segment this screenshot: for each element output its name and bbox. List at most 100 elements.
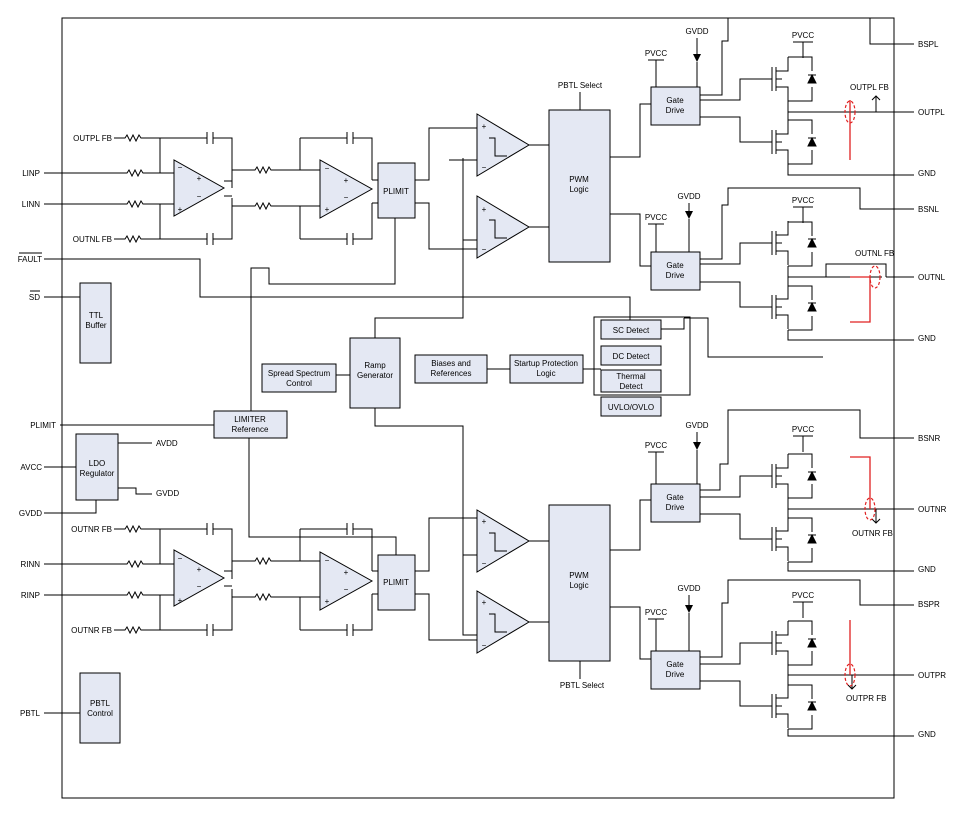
svg-text:+: + xyxy=(482,122,487,131)
startup-protection-block: Startup Protection Logic xyxy=(509,354,601,384)
svg-text:Logic: Logic xyxy=(536,369,555,378)
svg-text:Gate: Gate xyxy=(666,660,684,669)
output-stage-outnr: PVCC GVDD Gate Drive PVCC OUTNR FB xyxy=(645,409,893,572)
svg-text:OUTNR FB: OUTNR FB xyxy=(71,626,112,635)
svg-text:Biases and: Biases and xyxy=(431,359,471,368)
svg-text:Drive: Drive xyxy=(666,106,685,115)
svg-text:References: References xyxy=(431,369,472,378)
output-stage-outpr: PVCC GVDD Gate Drive PVCC OUTPR FB xyxy=(645,579,886,737)
svg-text:PVCC: PVCC xyxy=(645,49,667,58)
svg-text:BSPR: BSPR xyxy=(918,600,940,609)
svg-text:PBTL Select: PBTL Select xyxy=(560,681,605,690)
svg-text:−: − xyxy=(178,554,183,563)
svg-text:Gate: Gate xyxy=(666,493,684,502)
limiter-reference-block: LIMITER Reference xyxy=(213,410,288,439)
svg-text:Regulator: Regulator xyxy=(80,469,115,478)
svg-text:PVCC: PVCC xyxy=(792,425,814,434)
svg-text:Logic: Logic xyxy=(569,581,588,590)
ldo-regulator-block: LDO Regulator AVDD GVDD xyxy=(75,433,179,501)
svg-text:GVDD: GVDD xyxy=(677,584,700,593)
svg-text:PLIMIT: PLIMIT xyxy=(30,421,56,430)
svg-text:GVDD: GVDD xyxy=(19,509,42,518)
svg-text:+: + xyxy=(178,596,183,605)
svg-text:−: − xyxy=(482,245,487,254)
svg-text:+: + xyxy=(482,598,487,607)
svg-text:−: − xyxy=(197,192,202,201)
svg-text:SC Detect: SC Detect xyxy=(613,326,650,335)
svg-text:GND: GND xyxy=(918,169,936,178)
svg-text:FAULT: FAULT xyxy=(18,255,42,264)
pin-pbtl: PBTL xyxy=(20,709,80,718)
svg-text:Buffer: Buffer xyxy=(85,321,107,330)
svg-text:Drive: Drive xyxy=(666,271,685,280)
svg-text:PWM: PWM xyxy=(569,571,589,580)
svg-text:RINN: RINN xyxy=(20,560,40,569)
svg-text:PLIMIT: PLIMIT xyxy=(383,578,409,587)
svg-text:OUTNL: OUTNL xyxy=(918,273,946,282)
svg-text:Thermal: Thermal xyxy=(616,372,646,381)
svg-text:GND: GND xyxy=(918,334,936,343)
ramp-generator-block: Ramp Generator xyxy=(349,158,464,556)
pin-rinn: RINN xyxy=(20,560,174,569)
output-stage-outpl: PVCC GVDD Gate Drive PVCC OUTPL FB xyxy=(645,18,889,176)
output-stage-outnl: PVCC GVDD Gate Drive PVCC OUTNL FB xyxy=(645,187,894,341)
pin-fault: FAULT xyxy=(18,252,631,321)
svg-text:−: − xyxy=(325,556,330,565)
svg-text:RINP: RINP xyxy=(21,591,40,600)
svg-text:Drive: Drive xyxy=(666,503,685,512)
svg-text:PBTL: PBTL xyxy=(20,709,41,718)
svg-text:Gate: Gate xyxy=(666,261,684,270)
svg-text:+: + xyxy=(197,174,202,183)
svg-text:UVLO/OVLO: UVLO/OVLO xyxy=(608,403,654,412)
svg-text:OUTPL FB: OUTPL FB xyxy=(850,83,889,92)
svg-text:Drive: Drive xyxy=(666,670,685,679)
svg-text:PVCC: PVCC xyxy=(792,31,814,40)
svg-text:LDO: LDO xyxy=(89,459,105,468)
svg-text:+: + xyxy=(482,517,487,526)
svg-text:OUTPL FB: OUTPL FB xyxy=(73,134,112,143)
svg-text:GND: GND xyxy=(918,730,936,739)
svg-text:Ramp: Ramp xyxy=(364,361,386,370)
svg-text:BSPL: BSPL xyxy=(918,40,939,49)
svg-text:PVCC: PVCC xyxy=(645,608,667,617)
svg-text:OUTNR FB: OUTNR FB xyxy=(71,525,112,534)
pin-avcc: AVCC xyxy=(20,463,76,472)
svg-text:PWM: PWM xyxy=(569,175,589,184)
svg-text:−: − xyxy=(344,193,349,202)
svg-text:GVDD: GVDD xyxy=(677,192,700,201)
svg-text:PBTL Select: PBTL Select xyxy=(558,81,603,90)
svg-text:Generator: Generator xyxy=(357,371,393,380)
svg-text:GVDD: GVDD xyxy=(685,27,708,36)
svg-text:OUTPR: OUTPR xyxy=(918,671,946,680)
plimit-top-block: PLIMIT xyxy=(250,127,477,425)
chip-boundary xyxy=(61,17,895,799)
spread-spectrum-block: Spread Spectrum Control xyxy=(261,363,350,393)
svg-text:Control: Control xyxy=(87,709,113,718)
pwm-logic-top: PBTL Select PWM Logic xyxy=(548,81,651,267)
svg-text:SD: SD xyxy=(29,293,40,302)
svg-text:PLIMIT: PLIMIT xyxy=(383,187,409,196)
svg-text:−: − xyxy=(344,585,349,594)
svg-text:BSNL: BSNL xyxy=(918,205,939,214)
pwm-logic-bottom: PWM Logic PBTL Select xyxy=(548,499,651,690)
biases-references-block: Biases and References xyxy=(414,354,510,384)
svg-text:OUTNR FB: OUTNR FB xyxy=(852,529,893,538)
svg-text:Logic: Logic xyxy=(569,185,588,194)
svg-text:OUTNR: OUTNR xyxy=(918,505,947,514)
svg-text:GVDD: GVDD xyxy=(156,489,179,498)
top-input-stage: OUTPL FB OUTNL FB +− +− −+ +− xyxy=(73,131,378,246)
svg-text:PVCC: PVCC xyxy=(645,213,667,222)
svg-text:PVCC: PVCC xyxy=(645,441,667,450)
svg-text:−: − xyxy=(197,582,202,591)
pin-linn: LINN xyxy=(22,200,174,209)
ttl-buffer-block: TTL Buffer xyxy=(79,282,112,364)
svg-text:−: − xyxy=(482,559,487,568)
svg-text:PBTL: PBTL xyxy=(90,699,111,708)
svg-text:−: − xyxy=(482,163,487,172)
svg-text:+: + xyxy=(325,597,330,606)
svg-text:GVDD: GVDD xyxy=(685,421,708,430)
pin-linp: LINP xyxy=(22,169,174,178)
pin-gvdd: GVDD xyxy=(19,500,97,518)
svg-text:LINP: LINP xyxy=(22,169,40,178)
